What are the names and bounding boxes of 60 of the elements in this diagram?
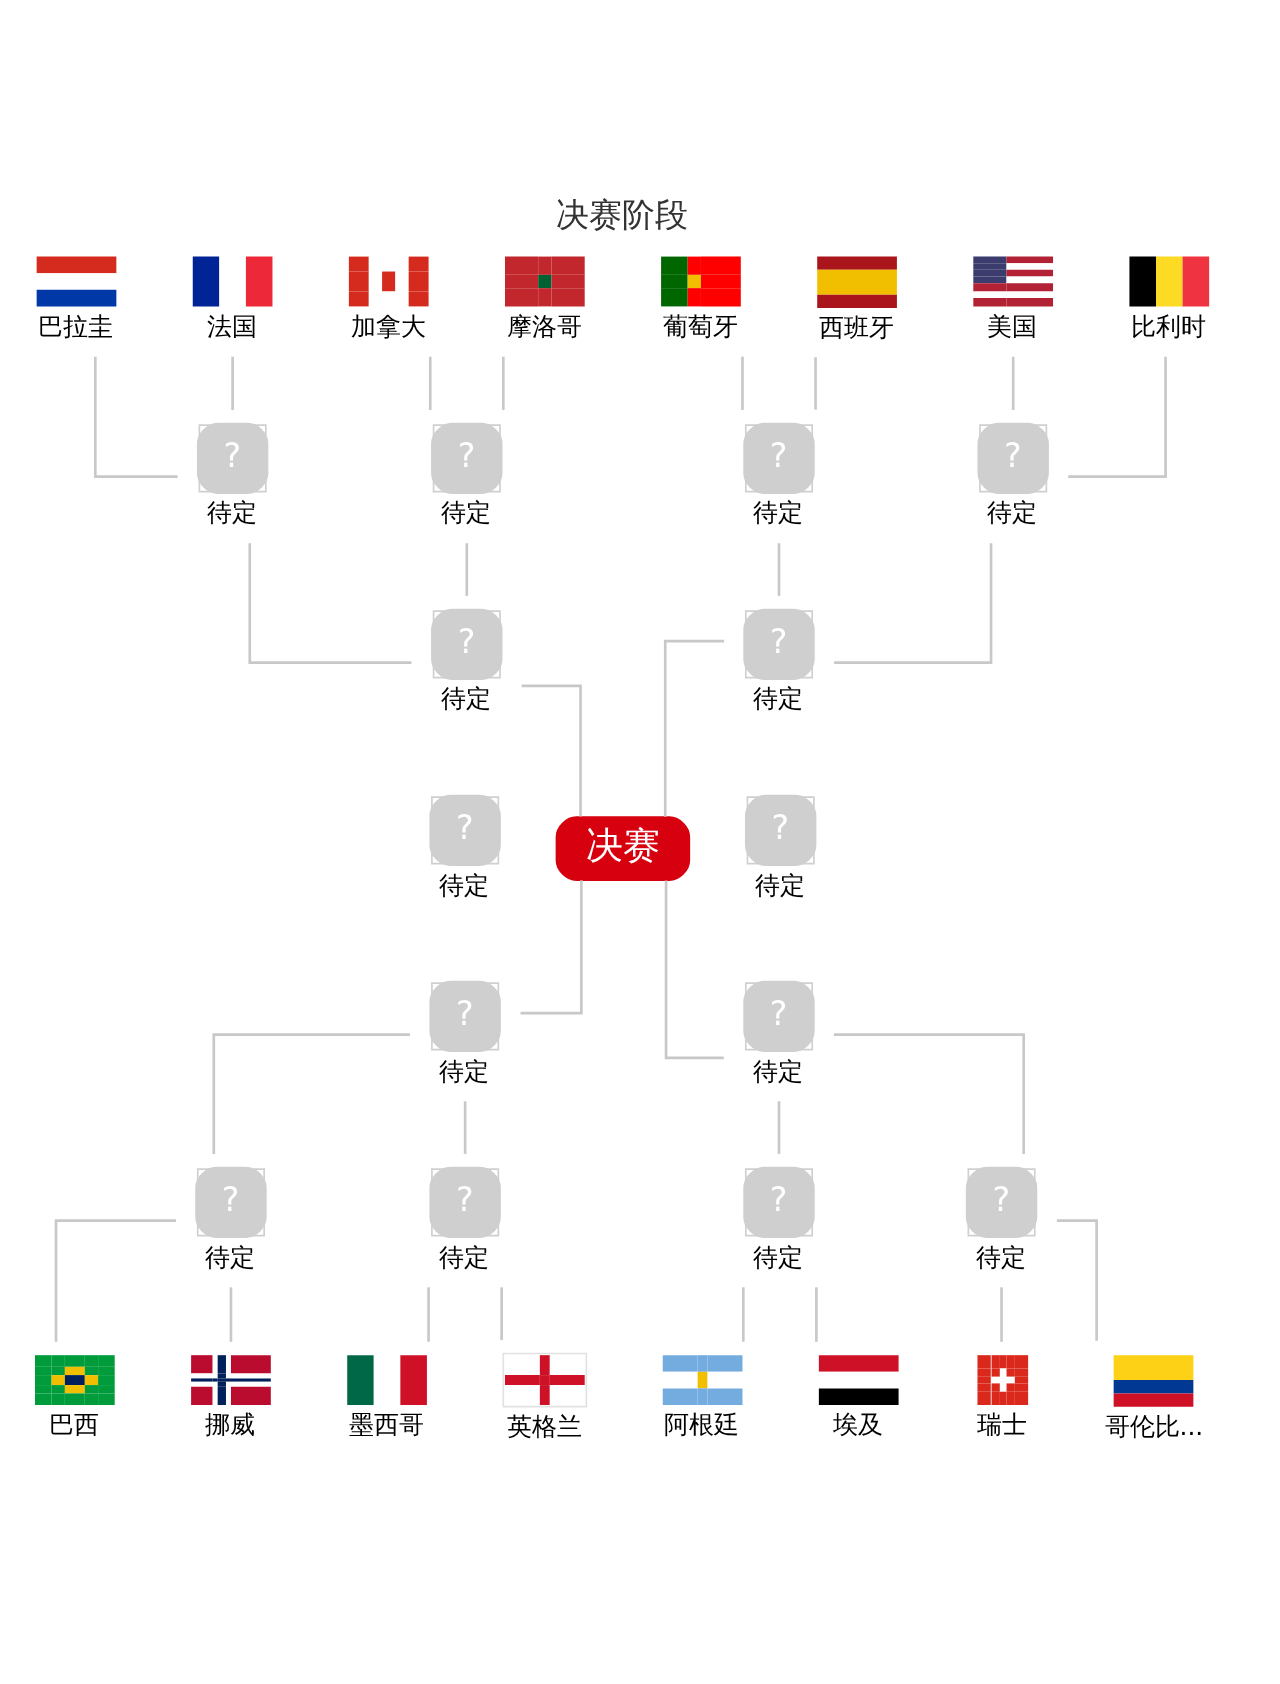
connector: [94, 356, 178, 478]
node-label: 待定: [987, 497, 1038, 527]
node-label: 哥伦比...: [1104, 1411, 1204, 1441]
connector: [1056, 1218, 1098, 1341]
connector: [833, 1032, 1025, 1154]
connector: [741, 356, 744, 410]
connector: [814, 356, 817, 410]
node-label: 法国: [206, 311, 257, 341]
node-label: 加拿大: [350, 311, 426, 341]
node-label: 待定: [205, 1242, 256, 1271]
connector: [777, 1100, 781, 1154]
node-label: 待定: [441, 683, 492, 713]
connector: [212, 1032, 410, 1154]
node-label: 待定: [975, 1242, 1026, 1271]
node-label: 待定: [754, 869, 805, 899]
connector: [229, 1286, 233, 1342]
connector: [1011, 356, 1015, 410]
connector: [427, 1286, 430, 1342]
node-label: 美国: [987, 311, 1038, 341]
connector: [520, 879, 583, 1014]
connector: [1000, 1286, 1003, 1342]
node-label: 待定: [753, 1055, 804, 1085]
node-label: 比利时: [1131, 311, 1207, 341]
connector: [463, 1100, 467, 1154]
node-label: 西班牙: [818, 312, 894, 342]
node-label: 待定: [753, 1242, 804, 1271]
connector: [664, 879, 724, 1059]
node-label: 待定: [753, 497, 804, 527]
connector: [248, 542, 412, 664]
node-label: 待定: [441, 497, 492, 527]
node-label: 巴拉圭: [38, 311, 114, 341]
connector: [502, 356, 505, 410]
node-label: 挪威: [205, 1409, 256, 1439]
node-label: 英格兰: [506, 1411, 582, 1441]
connector: [521, 684, 582, 816]
connector: [815, 1286, 818, 1342]
connector: [834, 542, 993, 664]
connector: [231, 356, 234, 410]
connector: [465, 542, 469, 596]
node-label: 阿根廷: [664, 1409, 740, 1439]
node-label: 待定: [439, 1242, 490, 1271]
node-label: 巴西: [49, 1409, 100, 1439]
connector: [663, 639, 725, 817]
node-label: 待定: [439, 869, 490, 899]
node-box: 决赛: [555, 815, 691, 881]
node-label: 埃及: [832, 1409, 883, 1439]
connector: [428, 356, 432, 410]
connector: [54, 1218, 177, 1342]
diagram-title: 决赛阶段: [556, 194, 689, 234]
node-label: 葡萄牙: [662, 311, 738, 341]
node-label: 瑞士: [976, 1409, 1027, 1439]
connector: [777, 542, 781, 596]
connector: [500, 1286, 503, 1340]
connector: [1068, 356, 1167, 478]
node-label: 待定: [753, 683, 804, 713]
node-label: 墨西哥: [348, 1409, 424, 1439]
connector: [741, 1286, 745, 1342]
node-label: 待定: [206, 497, 257, 527]
node-label: 摩洛哥: [506, 311, 582, 341]
node-label: 待定: [439, 1055, 490, 1085]
